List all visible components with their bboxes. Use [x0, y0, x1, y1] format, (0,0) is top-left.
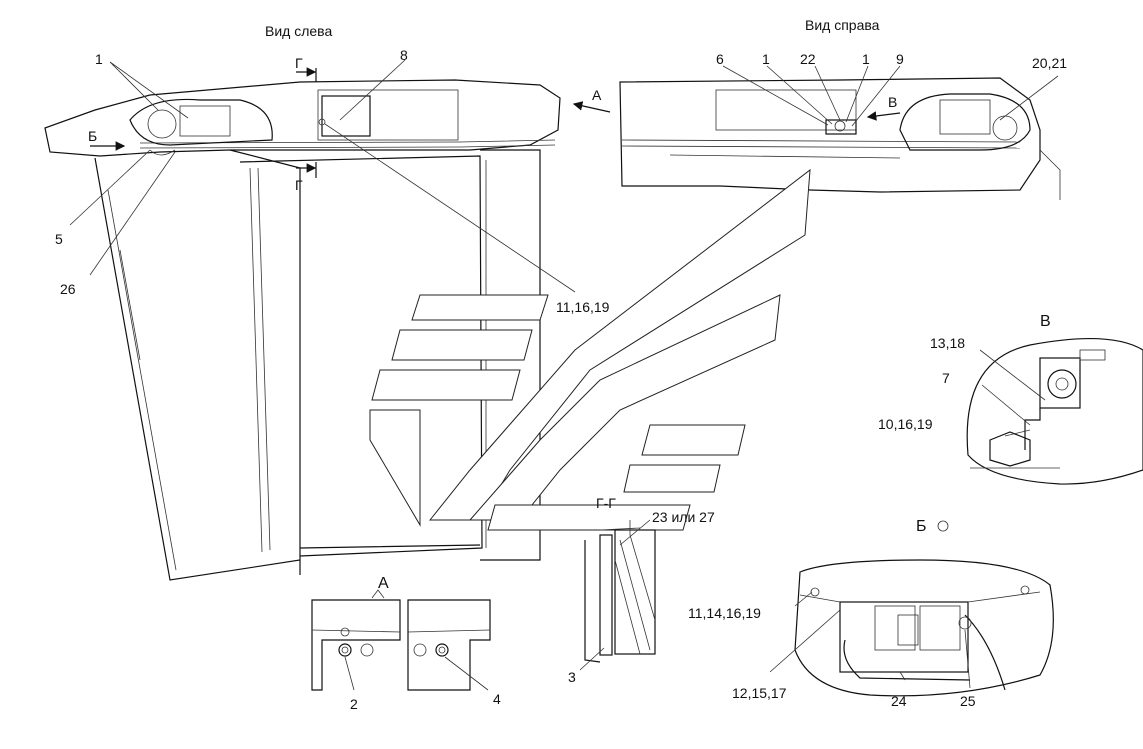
callout-6: 6	[716, 51, 724, 67]
callout-25: 25	[960, 693, 976, 709]
callout-11-16-19: 11,16,19	[556, 299, 610, 315]
callout-8: 8	[400, 47, 408, 63]
leader-lines	[69, 59, 1059, 691]
callout-20-21: 20,21	[1032, 55, 1067, 71]
callout-13-18: 13,18	[930, 335, 965, 351]
callout-1-left: 1	[95, 51, 103, 67]
callout-24: 24	[891, 693, 907, 709]
callout-5: 5	[55, 231, 63, 247]
arrow-v-label: В	[888, 94, 897, 110]
labels: Вид слева Вид справа А Б В Г-Г А Б В Г Г…	[55, 17, 1067, 712]
view-v-title: В	[1040, 313, 1051, 330]
callout-23-27: 23 или 27	[652, 509, 715, 525]
callout-4: 4	[493, 691, 501, 707]
callout-22: 22	[800, 51, 816, 67]
view-right-title: Вид справа	[805, 17, 880, 33]
view-a-title: А	[378, 575, 389, 592]
view-gg-title: Г-Г	[596, 495, 616, 511]
view-b-marker	[937, 520, 949, 532]
callout-9: 9	[896, 51, 904, 67]
callout-7: 7	[942, 370, 950, 386]
watermark-logo	[369, 168, 811, 531]
callout-2: 2	[350, 696, 358, 712]
right-view-cab	[619, 77, 1061, 200]
callout-1-right-b: 1	[862, 51, 870, 67]
view-b-title: Б	[916, 518, 927, 535]
callout-10-16-19: 10,16,19	[878, 416, 933, 432]
detail-a	[311, 589, 491, 691]
callout-12-15-17: 12,15,17	[732, 685, 787, 701]
section-gg	[584, 520, 656, 663]
arrow-g-bottom-label: Г	[295, 177, 303, 193]
arrow-a-label: А	[592, 87, 602, 103]
detail-b	[794, 559, 1054, 697]
callout-3: 3	[568, 669, 576, 685]
callout-11-14-16-19: 11,14,16,19	[688, 605, 761, 621]
callout-1-right-a: 1	[762, 51, 770, 67]
view-left-title: Вид слева	[265, 23, 332, 39]
callout-26: 26	[60, 281, 76, 297]
arrow-b-label: Б	[88, 128, 97, 144]
arrow-g-top-label: Г	[295, 55, 303, 71]
